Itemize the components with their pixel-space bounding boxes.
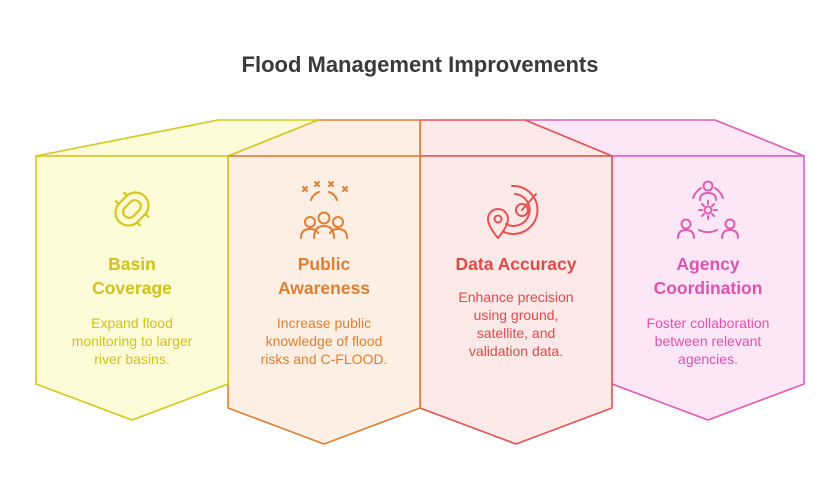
card-heading: Public Awareness <box>228 252 420 300</box>
heading-line: Data Accuracy <box>455 254 577 274</box>
life-ring-icon <box>114 191 150 227</box>
description-line: Enhance precision <box>458 289 574 305</box>
card-description: Expand flood monitoring to larger river … <box>36 314 228 368</box>
description-line: risks and C-FLOOD. <box>260 351 388 367</box>
people-celebration-icon <box>300 181 348 239</box>
description-line: Increase public <box>276 315 372 331</box>
heading-line: Coordination <box>653 278 763 298</box>
description-line: agencies. <box>678 351 738 367</box>
description-line: between relevant <box>654 333 762 349</box>
card-public-awareness: Public Awareness Increase public knowled… <box>228 178 420 368</box>
card-description: Foster collaboration between relevant ag… <box>612 314 804 368</box>
card-heading: Agency Coordination <box>612 252 804 300</box>
card-basin-coverage: Basin Coverage Expand flood monitoring t… <box>36 178 228 368</box>
description-line: Foster collaboration <box>646 315 770 331</box>
description-line: monitoring to larger <box>71 333 193 349</box>
radar-location-icon <box>487 184 539 239</box>
card-description: Increase public knowledge of flood risks… <box>228 314 420 368</box>
description-line: river basins. <box>94 351 170 367</box>
card-data-accuracy: Data Accuracy Enhance precision using gr… <box>420 178 612 360</box>
card-heading: Basin Coverage <box>36 252 228 300</box>
card-agency-coordination: Agency Coordination Foster collaboration… <box>612 178 804 368</box>
heading-line: Coverage <box>92 278 172 298</box>
card-heading: Data Accuracy <box>420 252 612 276</box>
diagram-title: Flood Management Improvements <box>241 52 599 77</box>
description-line: using ground, <box>473 307 559 323</box>
card-description: Enhance precision using ground, satellit… <box>420 288 612 360</box>
heading-line: Awareness <box>277 278 371 298</box>
description-line: satellite, and <box>476 325 556 341</box>
description-line: knowledge of flood <box>265 333 383 349</box>
heading-line: Public <box>297 254 351 274</box>
heading-line: Agency <box>676 254 740 274</box>
heading-line: Basin <box>108 254 156 274</box>
description-line: validation data. <box>468 343 564 359</box>
team-gear-icon <box>677 180 739 239</box>
card-face-basin <box>35 155 229 421</box>
description-line: Expand flood <box>91 315 173 331</box>
